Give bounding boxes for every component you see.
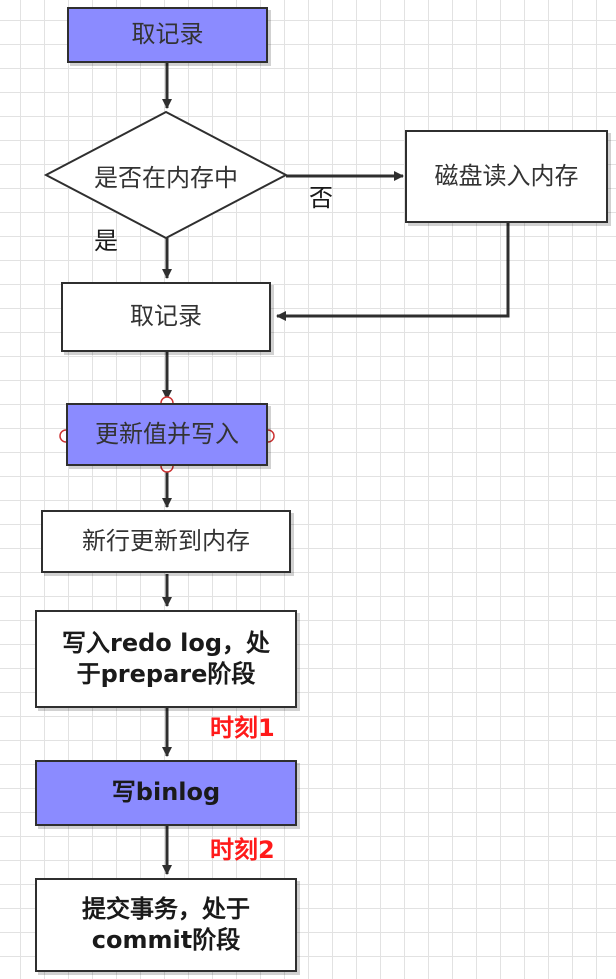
label-yes: 是 [94,227,118,255]
commit-line-2: commit阶段 [91,926,241,954]
node-disk-read-label: 磁盘读入内存 [434,161,579,190]
label-moment-2: 时刻2 [210,836,275,864]
node-fetch-record-2-label: 取记录 [130,302,202,331]
arrow-disk-to-record [276,222,510,321]
label-no: 否 [309,184,333,212]
node-disk-read[interactable]: 磁盘读入内存 [405,130,608,223]
node-commit-transaction[interactable]: 提交事务，处于 commit阶段 [35,878,297,972]
node-new-row-memory-label: 新行更新到内存 [82,526,250,555]
node-new-row-memory[interactable]: 新行更新到内存 [41,510,291,573]
node-write-redo-log-text: 写入redo log，处 于prepare阶段 [62,628,270,690]
redo-line-1: 写入redo log，处 [61,628,271,657]
node-update-value-label: 更新值并写入 [95,419,239,448]
node-fetch-record-2[interactable]: 取记录 [61,282,271,352]
node-write-redo-log[interactable]: 写入redo log，处 于prepare阶段 [35,610,297,708]
node-fetch-record-1-label: 取记录 [131,20,204,49]
node-decision-label: 是否在内存中 [94,163,238,192]
node-commit-transaction-text: 提交事务，处于 commit阶段 [82,894,250,956]
node-fetch-record-1[interactable]: 取记录 [67,7,268,63]
node-write-binlog[interactable]: 写binlog [35,760,297,826]
node-write-binlog-label: 写binlog [111,778,221,807]
node-update-value[interactable]: 更新值并写入 [66,403,268,466]
redo-line-2: 于prepare阶段 [76,660,256,688]
commit-line-1: 提交事务，处于 [82,894,250,923]
label-moment-1: 时刻1 [210,714,275,742]
decision-diamond [43,110,289,240]
